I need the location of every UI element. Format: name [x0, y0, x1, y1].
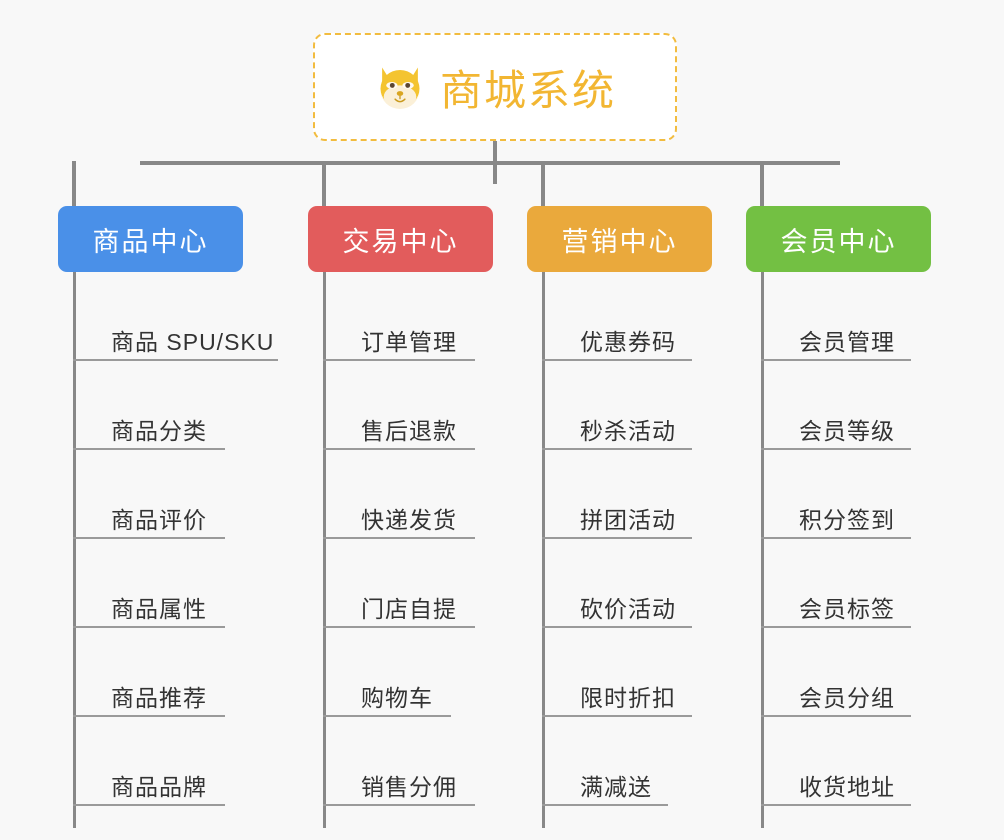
- leaf-item[interactable]: 门店自提: [323, 539, 475, 628]
- connector-drop-member-center: [760, 161, 764, 206]
- category-label: 交易中心: [342, 226, 459, 257]
- leaf-item-label: 收货地址: [799, 773, 895, 800]
- leaf-item[interactable]: 商品 SPU/SKU: [73, 272, 278, 361]
- leaf-item-label: 快递发货: [361, 506, 457, 533]
- leaf-item[interactable]: 砍价活动: [542, 539, 692, 628]
- leaf-item[interactable]: 商品分类: [73, 361, 225, 450]
- leaf-item[interactable]: 会员标签: [761, 539, 911, 628]
- leaf-item[interactable]: 订单管理: [323, 272, 475, 361]
- leaf-item[interactable]: 会员等级: [761, 361, 911, 450]
- leaf-item[interactable]: 满减送: [542, 717, 668, 806]
- connector-horizontal-bus: [140, 161, 840, 165]
- leaf-item[interactable]: 收货地址: [761, 717, 911, 806]
- connector-drop-product-center: [72, 161, 76, 206]
- leaf-item[interactable]: 商品品牌: [73, 717, 225, 806]
- category-product-center[interactable]: 商品中心: [58, 206, 243, 272]
- leaf-item[interactable]: 售后退款: [323, 361, 475, 450]
- leaf-item-label: 商品 SPU/SKU: [111, 328, 275, 355]
- leaf-column-product-center: 商品 SPU/SKU 商品分类商品评价商品属性商品推荐商品品牌: [73, 272, 333, 828]
- category-label: 会员中心: [780, 226, 897, 257]
- leaf-item-label: 秒杀活动: [580, 417, 676, 444]
- category-label: 商品中心: [92, 226, 209, 257]
- leaf-item-label: 商品属性: [111, 595, 207, 622]
- connector-drop-marketing-center: [541, 161, 545, 206]
- shiba-dog-face-icon: [374, 61, 426, 113]
- leaf-item-label: 门店自提: [361, 595, 457, 622]
- leaf-item-label: 会员分组: [799, 684, 895, 711]
- leaf-trunk-line: [73, 272, 76, 828]
- leaf-item[interactable]: 拼团活动: [542, 450, 692, 539]
- leaf-item-label: 限时折扣: [580, 684, 676, 711]
- leaf-column-trade-center: 订单管理售后退款快递发货门店自提购物车销售分佣: [323, 272, 583, 828]
- leaf-item[interactable]: 会员管理: [761, 272, 911, 361]
- leaf-item-label: 会员标签: [799, 595, 895, 622]
- leaf-item-label: 订单管理: [361, 328, 457, 355]
- category-marketing-center[interactable]: 营销中心: [527, 206, 712, 272]
- leaf-column-member-center: 会员管理会员等级积分签到会员标签会员分组收货地址: [761, 272, 1004, 828]
- leaf-column-marketing-center: 优惠券码秒杀活动拼团活动砍价活动限时折扣满减送: [542, 272, 802, 828]
- leaf-item[interactable]: 会员分组: [761, 628, 911, 717]
- leaf-item-label: 积分签到: [799, 506, 895, 533]
- leaf-item-label: 优惠券码: [580, 328, 676, 355]
- leaf-item[interactable]: 商品推荐: [73, 628, 225, 717]
- leaf-item[interactable]: 销售分佣: [323, 717, 475, 806]
- leaf-item-label: 拼团活动: [580, 506, 676, 533]
- leaf-trunk-line: [542, 272, 545, 828]
- leaf-trunk-line: [761, 272, 764, 828]
- root-node[interactable]: 商城系统: [313, 33, 677, 141]
- leaf-item-label: 商品评价: [111, 506, 207, 533]
- leaf-item[interactable]: 积分签到: [761, 450, 911, 539]
- leaf-item[interactable]: 秒杀活动: [542, 361, 692, 450]
- category-label: 营销中心: [561, 226, 678, 257]
- leaf-item-label: 砍价活动: [580, 595, 676, 622]
- leaf-item[interactable]: 优惠券码: [542, 272, 692, 361]
- leaf-trunk-line: [323, 272, 326, 828]
- category-trade-center[interactable]: 交易中心: [308, 206, 493, 272]
- leaf-item-label: 销售分佣: [361, 773, 457, 800]
- leaf-item-label: 购物车: [361, 684, 433, 711]
- leaf-item[interactable]: 商品属性: [73, 539, 225, 628]
- category-member-center[interactable]: 会员中心: [746, 206, 931, 272]
- leaf-item[interactable]: 商品评价: [73, 450, 225, 539]
- leaf-item-label: 商品分类: [111, 417, 207, 444]
- leaf-item-label: 会员等级: [799, 417, 895, 444]
- leaf-item[interactable]: 限时折扣: [542, 628, 692, 717]
- leaf-item[interactable]: 购物车: [323, 628, 451, 717]
- leaf-item-label: 商品品牌: [111, 773, 207, 800]
- leaf-item-label: 满减送: [580, 773, 652, 800]
- leaf-item-label: 商品推荐: [111, 684, 207, 711]
- root-title: 商城系统: [439, 66, 616, 114]
- leaf-item[interactable]: 快递发货: [323, 450, 475, 539]
- leaf-item-label: 售后退款: [361, 417, 457, 444]
- connector-drop-trade-center: [322, 161, 326, 206]
- leaf-item-label: 会员管理: [799, 328, 895, 355]
